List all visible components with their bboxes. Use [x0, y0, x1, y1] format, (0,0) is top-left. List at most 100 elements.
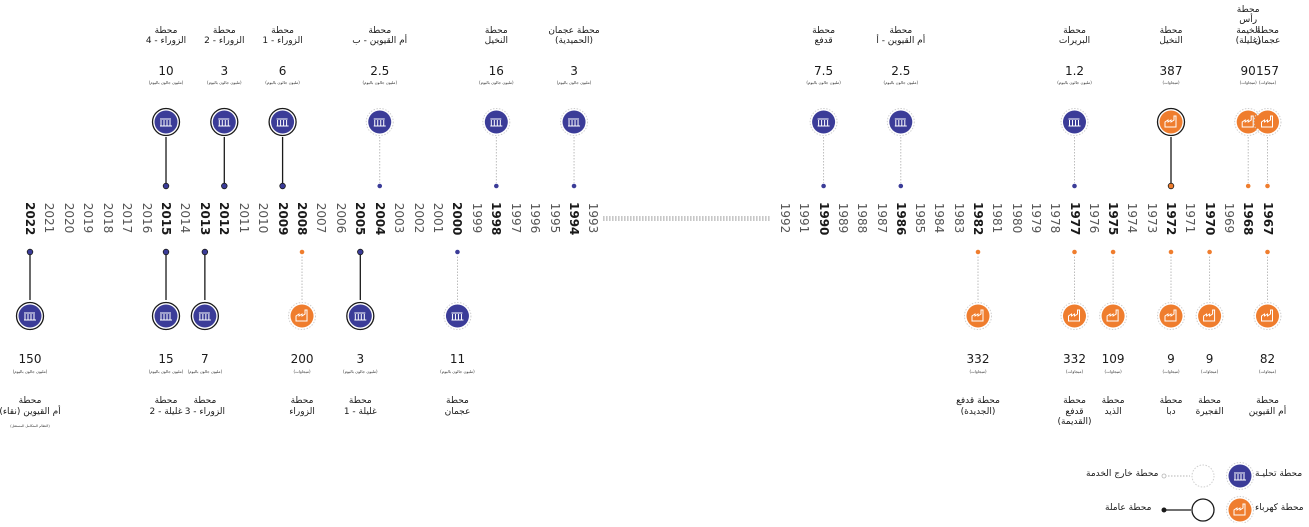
out-of-service-ring [1099, 302, 1128, 330]
water-glyph [198, 312, 211, 321]
out-of-service-ring [1060, 302, 1089, 330]
station-qidfanew-name: محطة قدفع(الجديدة) [956, 396, 1000, 417]
station-bureirat-icon [1060, 108, 1089, 136]
station-ajman67-unit: (ميجاوات) [1258, 80, 1277, 85]
water-glyph [160, 118, 173, 127]
year-marker-dot [897, 182, 905, 190]
desalination-icon [271, 110, 295, 134]
station-nakheel98-icon [482, 108, 511, 136]
out-of-service-ring [1060, 108, 1089, 136]
axis-gap-tick [660, 216, 662, 221]
station-dibba-value: 9 [1167, 352, 1175, 366]
year-label: 1980 [1009, 202, 1024, 234]
station-zawra2-icon [210, 107, 239, 137]
station-umqb-value: 2.5 [370, 64, 390, 78]
station-nakheel98-unit: (مليون جالون باليوم) [479, 80, 514, 85]
year-label: 1982 [971, 202, 985, 236]
station-umqnaqaa-value: 150 [18, 352, 42, 366]
desalination-icon [1063, 110, 1086, 134]
out-of-service-ring [482, 108, 511, 136]
station-umqpw-value: 82 [1259, 352, 1276, 366]
year-marker-dot [26, 248, 34, 256]
axis-gap-tick [675, 216, 677, 221]
year-label: 2010 [256, 202, 271, 234]
station-qidfa90-icon [809, 108, 838, 136]
desalination-icon [889, 110, 913, 134]
legend-working-dot [1161, 507, 1167, 513]
year-label: 2018 [100, 202, 115, 234]
year-label: 1969 [1221, 202, 1236, 234]
axis-gap-tick [651, 216, 653, 221]
station-fujairah-value: 9 [1205, 352, 1214, 366]
station-umqpw-icon [1253, 302, 1282, 330]
out-of-service-ring [809, 108, 838, 136]
axis-gap-tick [663, 216, 665, 221]
station-ajmanhm-name: محطة عجمان(الحميدية) [548, 25, 600, 47]
station-ghalila2-unit: (مليون جالون باليوم) [148, 369, 184, 374]
working-ring [151, 301, 181, 331]
year-label: 2022 [23, 202, 37, 236]
year-marker-dot [974, 248, 982, 256]
water-glyph [1068, 118, 1081, 127]
year-marker-dot [1109, 248, 1117, 256]
station-ajmanhm-icon [560, 108, 589, 136]
year-label: 1973 [1144, 202, 1159, 234]
station-dibba-icon [1157, 302, 1185, 330]
station-nakheel98-value: 16 [488, 64, 504, 78]
station-ghalila2-value: 15 [158, 352, 174, 366]
factory-glyph [1261, 115, 1273, 128]
legend-out-of-service-dot [1161, 473, 1167, 479]
factory-glyph [1241, 115, 1254, 128]
station-qidfaold-icon [1060, 302, 1089, 330]
year-label: 1978 [1048, 202, 1063, 234]
year-label: 1968 [1241, 202, 1256, 236]
year-label: 2004 [372, 202, 387, 236]
year-label: 1984 [932, 202, 947, 234]
year-label: 2011 [236, 202, 251, 234]
out-of-service-ring [1253, 108, 1282, 136]
year-label: 1992 [778, 202, 792, 234]
year-label: 2005 [353, 202, 368, 236]
year-label: 2006 [333, 202, 348, 234]
water-glyph [354, 312, 367, 321]
year-label: 1975 [1106, 202, 1121, 236]
station-zawra4-value: 10 [158, 64, 174, 78]
year-label: 2000 [450, 202, 465, 236]
axis-gap-tick [714, 216, 716, 221]
water-glyph [218, 118, 231, 127]
year-label: 1989 [835, 202, 850, 234]
year-label: 1967 [1260, 202, 1275, 236]
legend-power-icon [1226, 496, 1254, 524]
station-ghalila68-value: 90 [1240, 64, 1256, 78]
station-zawra2-unit: (مليون جالون باليوم) [207, 80, 242, 85]
axis-gap-tick [615, 216, 617, 221]
axis-gap-tick [699, 216, 701, 221]
year-marker-dot [1071, 182, 1078, 190]
axis-gap-tick [630, 216, 632, 221]
year-label: 1998 [489, 202, 504, 236]
year-label: 2019 [81, 202, 96, 234]
station-nakheel72-icon [1156, 107, 1186, 137]
year-label: 2003 [392, 202, 407, 234]
axis-gap-tick [693, 216, 695, 221]
axis-gap-tick [648, 216, 650, 221]
station-qidfa90-unit: (مليون جالون باليوم) [806, 80, 841, 85]
axis-gap-tick [636, 216, 638, 221]
year-label: 1981 [990, 202, 1005, 234]
station-ghalila1-unit: (مليون جالون باليوم) [343, 369, 378, 374]
working-ring [210, 107, 239, 137]
out-of-service-ring [560, 108, 589, 136]
station-zawrapw-unit: (ميجاوات) [293, 369, 311, 374]
station-zawra3-value: 7 [201, 352, 209, 366]
year-marker-dot [1167, 182, 1175, 190]
axis-gap-tick [687, 216, 689, 221]
year-label: 1974 [1125, 202, 1140, 234]
axis-gap-tick [720, 216, 722, 221]
